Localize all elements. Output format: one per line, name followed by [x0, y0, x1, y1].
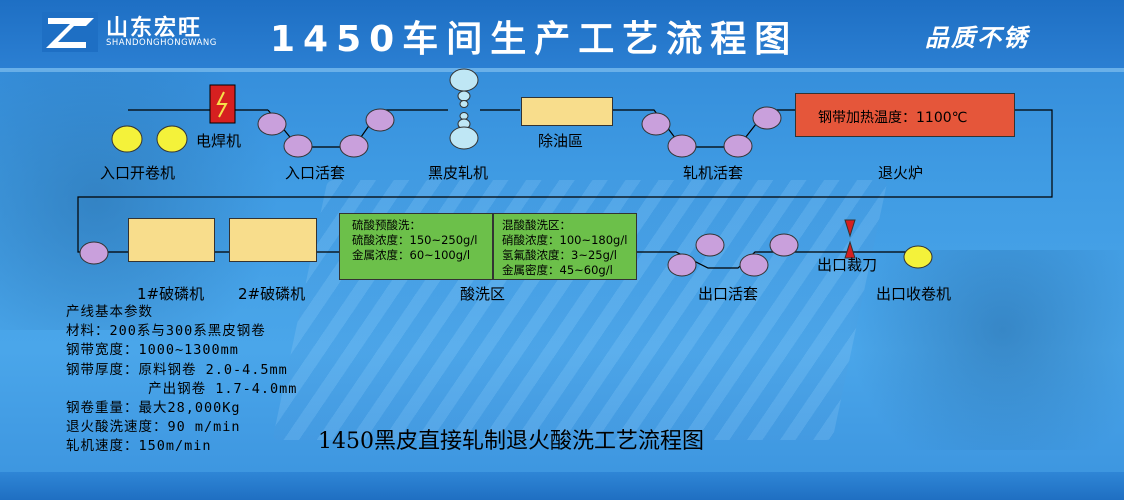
uncoiler-coil-icon — [111, 125, 143, 153]
exit-looper-label: 出口活套 — [698, 285, 759, 303]
entry-looper-label: 入口活套 — [285, 164, 346, 182]
recoiler-label: 出口收卷机 — [876, 285, 952, 303]
param-speed-anneal: 退火酸洗速度：90 m/min — [66, 419, 241, 436]
shear-label: 出口裁刀 — [817, 256, 878, 274]
skin-mill-icon — [449, 68, 479, 150]
pickling-pre-box: 硫酸预酸洗： 硫酸浓度：150~250g/l 金属浓度：60~100g/l — [339, 213, 493, 280]
pickling-mix-line: 硝酸浓度：100~180g/l — [502, 233, 628, 247]
pickling-pre-line: 硫酸浓度：150~250g/l — [352, 233, 478, 247]
roll-icon — [641, 112, 671, 136]
param-speed-mill: 轧机速度：150m/min — [66, 438, 212, 455]
header-divider — [0, 68, 1124, 72]
param-width: 钢带宽度：1000~1300mm — [66, 342, 239, 359]
roll-icon — [667, 253, 697, 277]
breaker1-label: 1#破磷机 — [137, 285, 205, 303]
param-title: 产线基本参数 — [66, 304, 153, 320]
roll-icon — [667, 134, 697, 158]
header-bar — [0, 0, 1124, 68]
param-weight: 钢卷重量：最大28,000Kg — [66, 400, 241, 417]
param-material: 材料：200系与300系黑皮钢卷 — [66, 323, 266, 340]
breaker2-box — [229, 218, 317, 262]
furnace-label: 退火炉 — [878, 164, 924, 182]
uncoiler-coil-2-icon — [156, 125, 188, 153]
pickling-mix-line: 氢氟酸浓度：3~25g/l — [502, 248, 617, 262]
roll-icon — [723, 134, 753, 158]
slogan: 品质不锈 — [925, 24, 1029, 52]
breaker1-box — [128, 218, 215, 262]
degrease-box — [521, 97, 613, 126]
roll-icon — [257, 112, 287, 136]
roll-icon — [752, 106, 782, 130]
line-parameters: 产线基本参数材料：200系与300系黑皮钢卷钢带宽度：1000~1300mm 钢带… — [66, 303, 297, 457]
roll-icon — [283, 134, 313, 158]
roll-icon — [365, 108, 395, 132]
breaker2-label: 2#破磷机 — [238, 285, 306, 303]
uncoiler-label: 入口开卷机 — [100, 164, 176, 182]
pickling-mix-line: 金属密度：45~60g/l — [502, 263, 613, 277]
roll-icon — [695, 233, 725, 257]
roll-icon — [79, 241, 109, 265]
skin-mill-label: 黑皮轧机 — [428, 164, 489, 182]
recoiler-coil-icon — [903, 245, 933, 269]
company-logo-icon — [42, 12, 98, 52]
degrease-label: 除油區 — [538, 132, 584, 150]
diagram-caption: 1450黑皮直接轧制退火酸洗工艺流程图 — [318, 429, 704, 454]
logo-text-cn: 山东宏旺 — [106, 16, 203, 41]
page-title: 1450车间生产工艺流程图 — [270, 19, 799, 60]
pickling-mix-line: 混酸酸洗区： — [502, 218, 571, 232]
roll-icon — [769, 233, 799, 257]
pickling-mix-box: 混酸酸洗区： 硝酸浓度：100~180g/l 氢氟酸浓度：3~25g/l 金属密… — [493, 213, 637, 280]
param-thickness-out: 产出钢卷 1.7-4.0mm — [66, 380, 298, 397]
param-thickness-raw: 钢带厚度：原料钢卷 2.0-4.5mm — [66, 361, 288, 378]
footer-bar — [0, 472, 1124, 500]
pickling-label: 酸洗区 — [460, 285, 506, 303]
mill-looper-label: 轧机活套 — [683, 164, 744, 182]
pickling-pre-line: 硫酸预酸洗： — [352, 218, 421, 232]
shear-icon — [844, 219, 856, 259]
furnace-box: 钢带加热温度：1100℃ — [795, 93, 1015, 137]
logo-text-en: SHANDONGHONGWANG — [106, 38, 217, 48]
background-trees-right — [820, 250, 1124, 450]
pickling-pre-line: 金属浓度：60~100g/l — [352, 248, 471, 262]
roll-icon — [739, 253, 769, 277]
welder-label: 电焊机 — [196, 132, 242, 150]
roll-icon — [339, 134, 369, 158]
